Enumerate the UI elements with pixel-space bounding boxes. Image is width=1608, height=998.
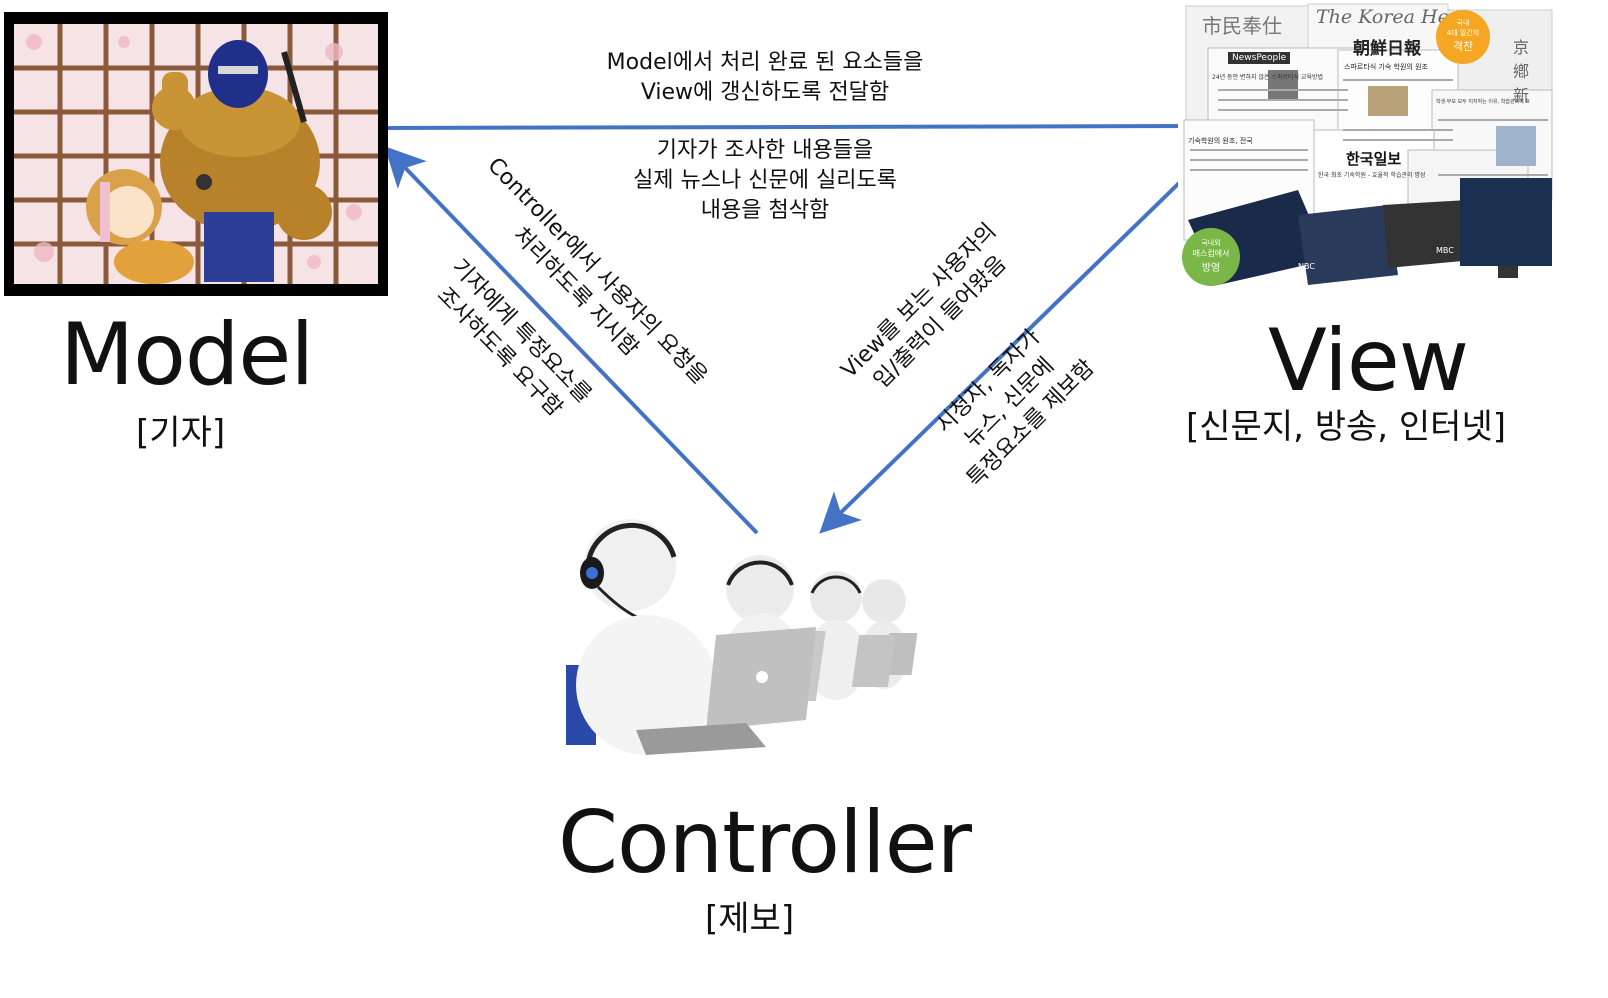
headline-4: 한국 최초 기숙학원 - 효율적 학습관리 명성 <box>1318 172 1426 179</box>
masthead-6: 한국일보 <box>1346 150 1402 168</box>
view-title: View <box>1268 311 1469 411</box>
headline-3: 기숙학원의 원조, 전국 <box>1188 137 1253 145</box>
newspapers-collage-illustration <box>1178 0 1558 290</box>
headline-1: 24년 동안 변하지 않은 스파르타식 교육방법 <box>1212 74 1324 81</box>
masthead-4: 京鄕新 <box>1513 38 1530 105</box>
headline-2: 스파르타식 기숙 학원의 원조 <box>1344 63 1428 71</box>
label-model-to-view-sub: 기자가 조사한 내용들을 실제 뉴스나 신문에 실리도록 내용을 첨삭함 <box>633 138 897 223</box>
view-subtitle: [신문지, 방송, 인터넷] <box>1186 407 1506 447</box>
arrow-view-to-controller <box>819 146 1217 534</box>
controller-image <box>566 515 950 765</box>
controller-title: Controller <box>558 793 972 893</box>
badge-broadcast: 국내외 매스컴에서 방영 <box>1182 228 1240 286</box>
reporter-cartoon-illustration <box>14 24 378 284</box>
label-model-to-view: Model에서 처리 완료 된 요소들을 View에 갱신하도록 전달함 <box>606 50 924 105</box>
headline-5: 학생·부모 모두 지지하는 이유, 학습관리에 흐 <box>1436 99 1530 105</box>
masthead-1: 市民奉仕 <box>1202 14 1282 38</box>
masthead-3: 朝鮮日報 <box>1353 39 1421 59</box>
model-image <box>4 12 388 296</box>
arrow-controller-to-model <box>384 146 759 535</box>
view-image: 市民奉仕 The Korea Her 朝鮮日報 京鄕新 NewsPeople 한… <box>1178 0 1558 290</box>
controller-subtitle: [제보] <box>705 899 795 939</box>
badge-newspapers: 국내 4대 일간지 격찬 <box>1436 10 1490 64</box>
model-subtitle: [기자] <box>136 413 226 453</box>
masthead-7: NBC <box>1298 262 1315 271</box>
masthead-8: MBC <box>1436 246 1454 255</box>
call-center-operators-illustration <box>566 519 918 755</box>
model-title: Model <box>60 305 314 405</box>
arrow-model-to-view <box>369 106 1218 147</box>
masthead-2: The Korea Her <box>1316 6 1458 28</box>
masthead-5: NewsPeople <box>1228 52 1291 64</box>
